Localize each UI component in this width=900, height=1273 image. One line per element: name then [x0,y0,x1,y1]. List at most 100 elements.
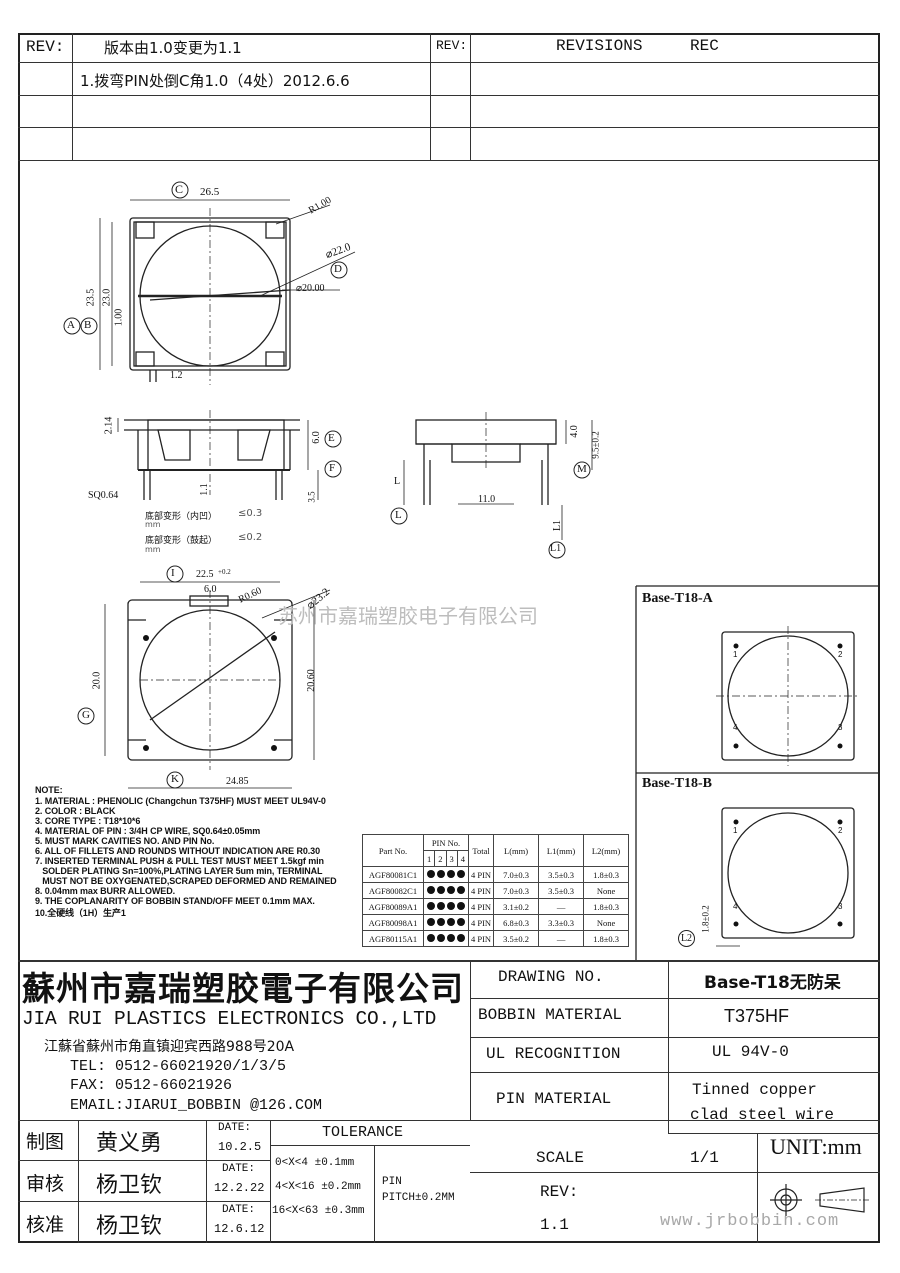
signoff-role: 审核 [26,1173,65,1195]
deform-1: 底部变形（内凹） [145,512,218,522]
projection-symbol-icon [770,1184,870,1216]
rev-change-2: 1.拨弯PIN处倒C角1.0（4处）2012.6.6 [80,72,350,90]
rec-label: REC [690,37,719,55]
total: 4 PIN [467,882,495,899]
scale-value: 1/1 [690,1149,719,1167]
table-row: AGF80082C1 4 PIN 7.0±0.3 3.5±0.3 None [362,882,630,899]
rev-label-right: REV: [436,38,468,53]
part-table: Part No. PIN No. Total L(mm) L1(mm) L2(m… [362,834,630,947]
base-b-title: Base-T18-B [642,776,712,791]
callout-f: F [329,462,336,474]
deform-2-val: ≤0.2 [238,532,263,543]
pin-col: 1 [422,850,436,867]
l-value: 6.8±0.3 [493,914,540,931]
company-address: 江蘇省蘇州市角直镇迎宾西路988号20A [44,1039,295,1055]
pin-dots [423,898,469,915]
dim-h-outer: 23.5 [85,288,97,307]
part-no: AGF80115A1 [362,930,424,947]
pin-material-1: Tinned copper [692,1081,817,1099]
top-view-corner-tab [265,351,285,367]
top-view-corner-tab [135,351,155,367]
ul-value: UL 94V-0 [712,1043,789,1061]
technical-drawing [63,181,880,960]
bobbin-material: T375HF [724,1006,790,1026]
note-line: 1. MATERIAL : PHENOLIC (Changchun T375HF… [35,796,326,806]
total: 4 PIN [467,866,495,883]
dim-bottom-bw: 24.85 [226,776,249,787]
company-email: EMAIL:JIARUI_BOBBIN @126.COM [70,1097,323,1114]
pin-material-2: clad steel wire [690,1106,835,1124]
company-fax: FAX: 0512-66021926 [70,1077,233,1094]
pin-col: 3 [445,850,458,867]
dim-front-total: 9.5±0.2 [590,431,601,459]
l-value: 7.0±0.3 [493,882,540,899]
dim-bottom-w: 22.5 [196,569,214,580]
dim-l2: 1.8±0.2 [700,905,711,933]
signoff-date: 12.2.22 [214,1181,265,1195]
pin-label: 3 [838,723,843,732]
signoff-name: 杨卫钦 [96,1214,163,1239]
pin-dots [423,914,469,931]
pin-label: 4 [733,902,738,911]
dim-bottom-w-tol: +0.2 [218,568,231,576]
top-view-corner-tab [135,221,155,239]
dim-front-top: 4.0 [568,425,580,438]
callout-b: B [84,319,92,331]
ul-label: UL RECOGNITION [486,1045,621,1063]
drawing-no: Base-T18无防呆 [704,973,841,993]
pin-material-label: PIN MATERIAL [496,1090,612,1108]
deform-unit-1: mm [145,520,161,529]
scale-label: SCALE [536,1149,585,1167]
notes-title: NOTE: [35,785,63,795]
base-a-title: Base-T18-A [642,591,713,606]
dim-l1: L1 [552,519,564,532]
drawing-no-label: DRAWING NO. [498,968,604,986]
l1-value: — [538,898,585,915]
deform-unit-2: mm [145,545,161,554]
col-header-part: Part No. [362,834,424,867]
signoff-date-label: DATE: [218,1122,252,1134]
table-row: AGF80115A1 4 PIN 3.5±0.2 — 1.8±0.3 [362,930,630,947]
company-en: JIA RUI PLASTICS ELECTRONICS CO.,LTD [22,1008,437,1030]
pin-pitch: PITCH±0.2MM [382,1192,455,1204]
dim-sq: SQ0.64 [88,490,119,501]
pin-label: 1 [733,826,738,835]
tolerance-row: 4<X<16 ±0.2mm [275,1181,361,1193]
notes-block: NOTE: 1. MATERIAL : PHENOLIC (Changchun … [35,785,365,919]
dim-dia-inner: ⌀20.00 [296,283,325,294]
top-view-corner-tab [265,221,285,239]
note-line: 2. COLOR : BLACK [35,806,116,816]
pin-label: 1 [733,650,738,659]
tolerance-row: 16<X<63 ±0.3mm [272,1205,365,1217]
dim-h-inner: 23.0 [101,288,113,307]
l2-value: None [583,882,630,899]
revisions-label: REVISIONS [556,37,643,55]
dim-slot: 6.0 [204,584,217,595]
pin-label: 2 [838,826,843,835]
col-header-total: Total [467,834,495,867]
deform-2: 底部变形（鼓起） [145,536,218,546]
note-line: 5. MUST MARK CAVITIES NO. AND PIN No. [35,836,215,846]
note-line: SOLDER PLATING Sn=100%,PLATING LAYER 5um… [35,866,323,876]
l-value: 7.0±0.3 [493,866,540,883]
note-line: 8. 0.04mm max BURR ALLOWED. [35,886,175,896]
website-watermark: www.jrbobbin.com [660,1212,840,1231]
l1-value: — [538,930,585,947]
callout-l1: L1 [550,543,562,554]
total: 4 PIN [467,898,495,915]
part-no: AGF80089A1 [362,898,424,915]
callout-k: K [171,773,179,785]
signoff-role: 制图 [26,1131,65,1153]
table-row: AGF80089A1 4 PIN 3.1±0.2 — 1.8±0.3 [362,898,630,915]
tolerance-title: TOLERANCE [322,1124,404,1141]
l2-value: 1.8±0.3 [583,866,630,883]
note-line: 6. ALL OF FILLETS AND ROUNDS WITHOUT IND… [35,846,320,856]
callout-i: I [171,567,175,579]
callout-l2: L2 [678,930,695,947]
callout-g: G [82,709,90,721]
pin-col: 4 [456,850,470,867]
dim-l: L [394,476,401,487]
signoff-date: 12.6.12 [214,1222,265,1236]
l-value: 3.1±0.2 [493,898,540,915]
col-header-l: L(mm) [493,834,540,867]
